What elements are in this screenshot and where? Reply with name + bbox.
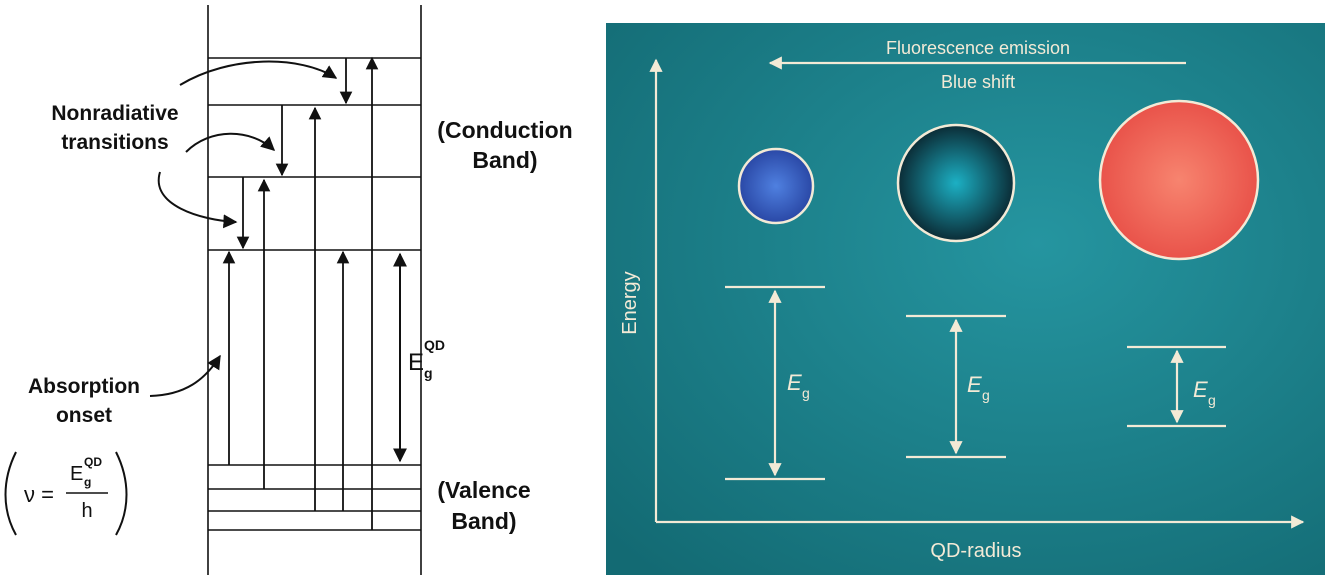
- nonradiative-label-2: transitions: [61, 131, 168, 154]
- band-gap-large-sub: g: [1208, 392, 1216, 408]
- pointer-arrow-3: [157, 171, 238, 229]
- formula-num-base: E: [70, 463, 83, 485]
- pointer-arrow-2: [185, 132, 276, 153]
- band-gap-medium-sub: g: [982, 387, 990, 403]
- pointer-arrow-absorption: [149, 354, 221, 397]
- band-gap-large: [1127, 345, 1226, 428]
- panel-background: [606, 23, 1325, 575]
- qd-size-panel: Energy QD-radius Fluorescence emission B…: [606, 23, 1325, 575]
- band-gap-symbol: E g QD: [408, 337, 445, 381]
- band-gap-small-sub: g: [802, 385, 810, 401]
- pointer-arrow-1: [179, 60, 338, 86]
- formula-num-sup: QD: [84, 455, 102, 469]
- large-quantum-dot: [1098, 99, 1260, 261]
- gap-symbol-sub: g: [424, 365, 433, 381]
- formula-num-sub: g: [84, 475, 91, 489]
- conduction-label-1: (Conduction: [437, 117, 572, 143]
- gap-symbol-sup: QD: [424, 337, 445, 353]
- blue-shift-label: Blue shift: [941, 72, 1015, 92]
- relaxation-arrows: [236, 58, 353, 250]
- valence-label-1: (Valence: [437, 477, 530, 503]
- conduction-label-2: Band): [472, 147, 537, 173]
- y-axis-label: Energy: [619, 271, 641, 334]
- absorption-label-1: Absorption: [28, 375, 140, 398]
- formula-paren-left: [4, 451, 17, 536]
- band-gap-small-base: E: [787, 370, 802, 395]
- band-gap-large-base: E: [1193, 377, 1208, 402]
- x-axis-label: QD-radius: [930, 540, 1021, 562]
- valence-label-2: Band): [451, 508, 516, 534]
- band-gap-small: [725, 285, 825, 481]
- formula-nu: ν =: [24, 482, 54, 507]
- band-gap-medium-base: E: [967, 372, 982, 397]
- pointer-arrows: [149, 60, 338, 397]
- formula: ν = E g QD h: [4, 451, 128, 536]
- fluorescence-label: Fluorescence emission: [886, 38, 1070, 58]
- nonradiative-label-1: Nonradiative: [51, 102, 178, 125]
- formula-den: h: [81, 500, 92, 522]
- formula-paren-right: [115, 451, 128, 536]
- band-gap-medium: [906, 314, 1006, 459]
- absorption-label-2: onset: [56, 404, 112, 427]
- medium-quantum-dot: [896, 123, 1016, 243]
- absorption-arrows: [222, 56, 379, 530]
- gap-symbol-base: E: [408, 349, 424, 376]
- small-quantum-dot: [737, 147, 815, 225]
